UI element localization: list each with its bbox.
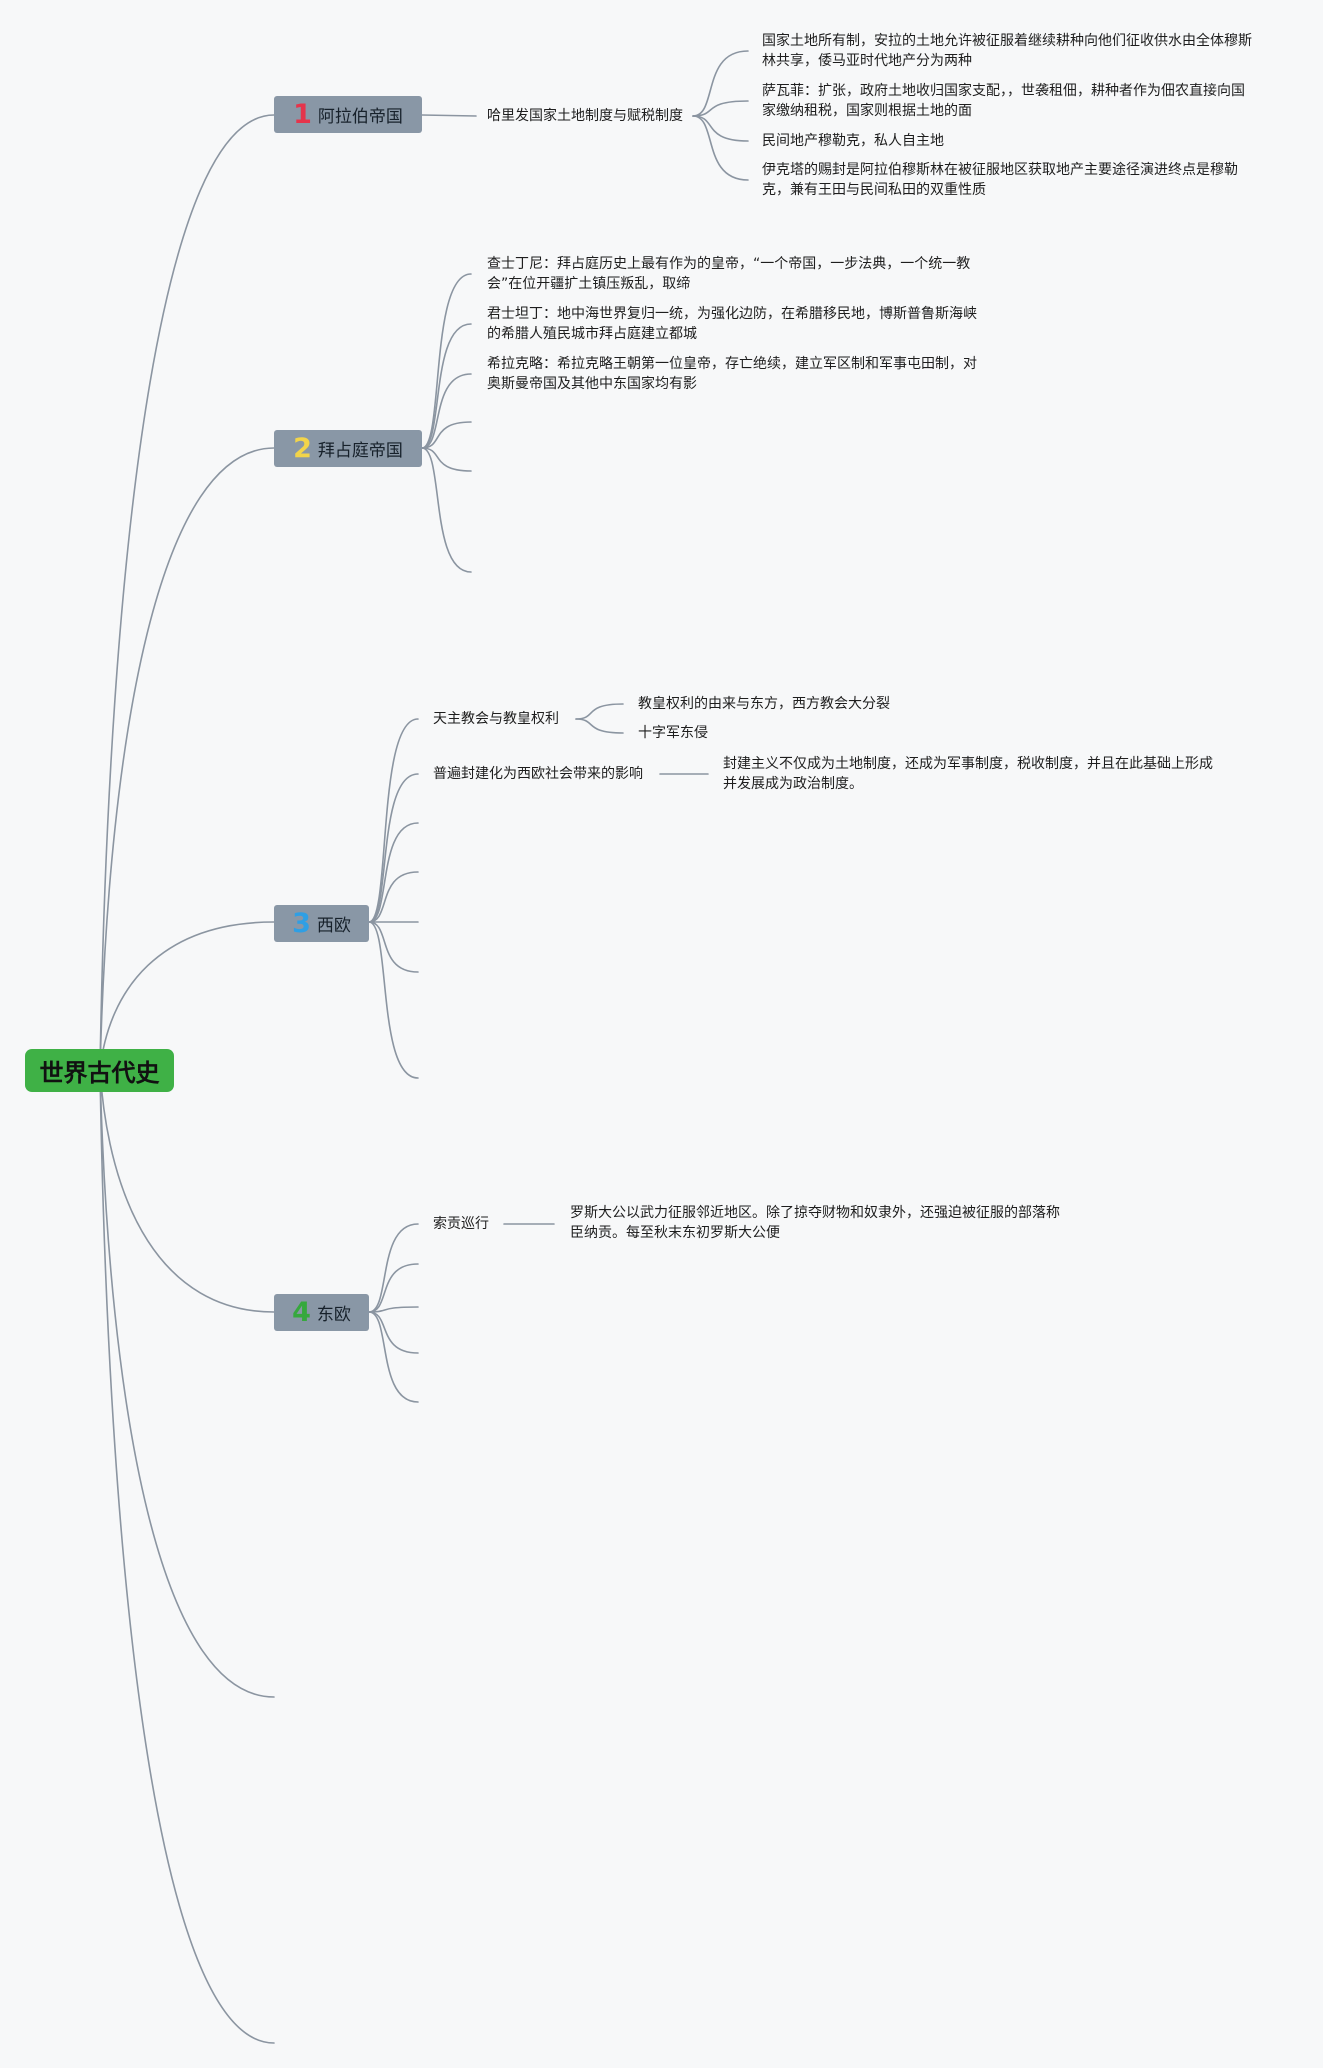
subtopic-justinian[interactable]: 查士丁尼：拜占庭历史上最有作为的皇帝，“一个帝国，一步法典，一个统一教会”在位开… [487,256,971,292]
subtopic-caliphate-land-tax[interactable]: 哈里发国家土地制度与赋税制度 [487,108,683,124]
detail-topic[interactable]: 封建主义不仅成为土地制度，还成为军事制度，税收制度，并且在此基础上形成并发展成为… [723,756,1213,792]
connector-line [99,114,275,1071]
connector-line [368,1306,419,1313]
branch-topic-arab-empire[interactable]: 1 阿拉伯帝国 [274,96,422,133]
detail-topic[interactable]: 民间地产穆勒克，私人自主地 [762,133,944,149]
branch-label: 阿拉伯帝国 [317,107,403,127]
connector-line [368,1311,419,1354]
branch-topic-eastern-europe[interactable]: 4 东欧 [274,1294,369,1331]
connector-line [368,921,419,1079]
number-2-icon: 2 [293,433,312,464]
branch-label: 西欧 [316,916,351,936]
subtopic-feudalization[interactable]: 普遍封建化为西欧社会带来的影响 [433,766,643,782]
connector-line [692,100,749,117]
connector-line [368,1263,419,1313]
number-4-icon: 4 [292,1297,311,1328]
branch-topic-byzantine-empire[interactable]: 2 拜占庭帝国 [274,430,422,467]
connector-line [99,447,275,1071]
connector-line [421,273,472,449]
connector-line [692,50,749,117]
connector-line [368,871,419,923]
connector-line [368,718,419,923]
connector-line [421,447,472,573]
connector-line [421,421,472,449]
subtopic-tribute-tour[interactable]: 索贡巡行 [433,1216,489,1232]
branch-label: 东欧 [316,1305,351,1325]
connector-line [99,921,275,1071]
connector-line [575,703,624,720]
detail-topic[interactable]: 萨瓦菲：扩张，政府土地收归国家支配，，世袭租佃，耕种者作为佃农直接向国家缴纳租税… [762,83,1245,119]
subtopic-constantine[interactable]: 君士坦丁：地中海世界复归一统，为强化边防，在希腊移民地，博斯普鲁斯海峡的希腊人殖… [487,306,977,342]
subtopic-catholic-church[interactable]: 天主教会与教皇权利 [433,711,559,727]
detail-topic[interactable]: 伊克塔的赐封是阿拉伯穆斯林在被征服地区获取地产主要途径演进终点是穆勒克，兼有王田… [762,162,1238,198]
connector-line [99,1069,275,2044]
connector-line [368,921,419,973]
branch-topic-western-europe[interactable]: 3 西欧 [274,905,369,942]
root-topic-label: 世界古代史 [39,1059,160,1087]
detail-topic[interactable]: 教皇权利的由来与东方，西方教会大分裂 [638,696,890,712]
detail-topic[interactable]: 十字军东侵 [638,725,708,741]
connector-line [692,115,749,142]
connector-line [368,822,419,923]
detail-topic[interactable]: 罗斯大公以武力征服邻近地区。除了掠夺财物和奴隶外，还强迫被征服的部落称臣纳贡。每… [570,1205,1060,1241]
connector-line [99,1069,275,1313]
connector-line [368,773,419,923]
connector-line [368,1311,419,1403]
detail-topic[interactable]: 国家土地所有制，安拉的土地允许被征服着继续耕种向他们征收供水由全体穆斯林共享，倭… [762,33,1252,69]
connector-line [575,718,624,734]
number-1-icon: 1 [293,99,312,130]
connector-line [99,1069,275,1698]
connector-line [692,115,749,181]
subtopic-heraclius[interactable]: 希拉克略：希拉克略王朝第一位皇帝，存亡绝续，建立军区制和军事屯田制，对奥斯曼帝国… [487,356,977,392]
connector-line [421,323,472,449]
branch-label: 拜占庭帝国 [317,441,403,461]
connector-line [421,373,472,449]
connector-line [368,1223,419,1313]
root-topic[interactable]: 世界古代史 [25,1049,174,1092]
connector-line [421,114,477,117]
connector-line [421,447,472,472]
number-3-icon: 3 [292,908,311,939]
